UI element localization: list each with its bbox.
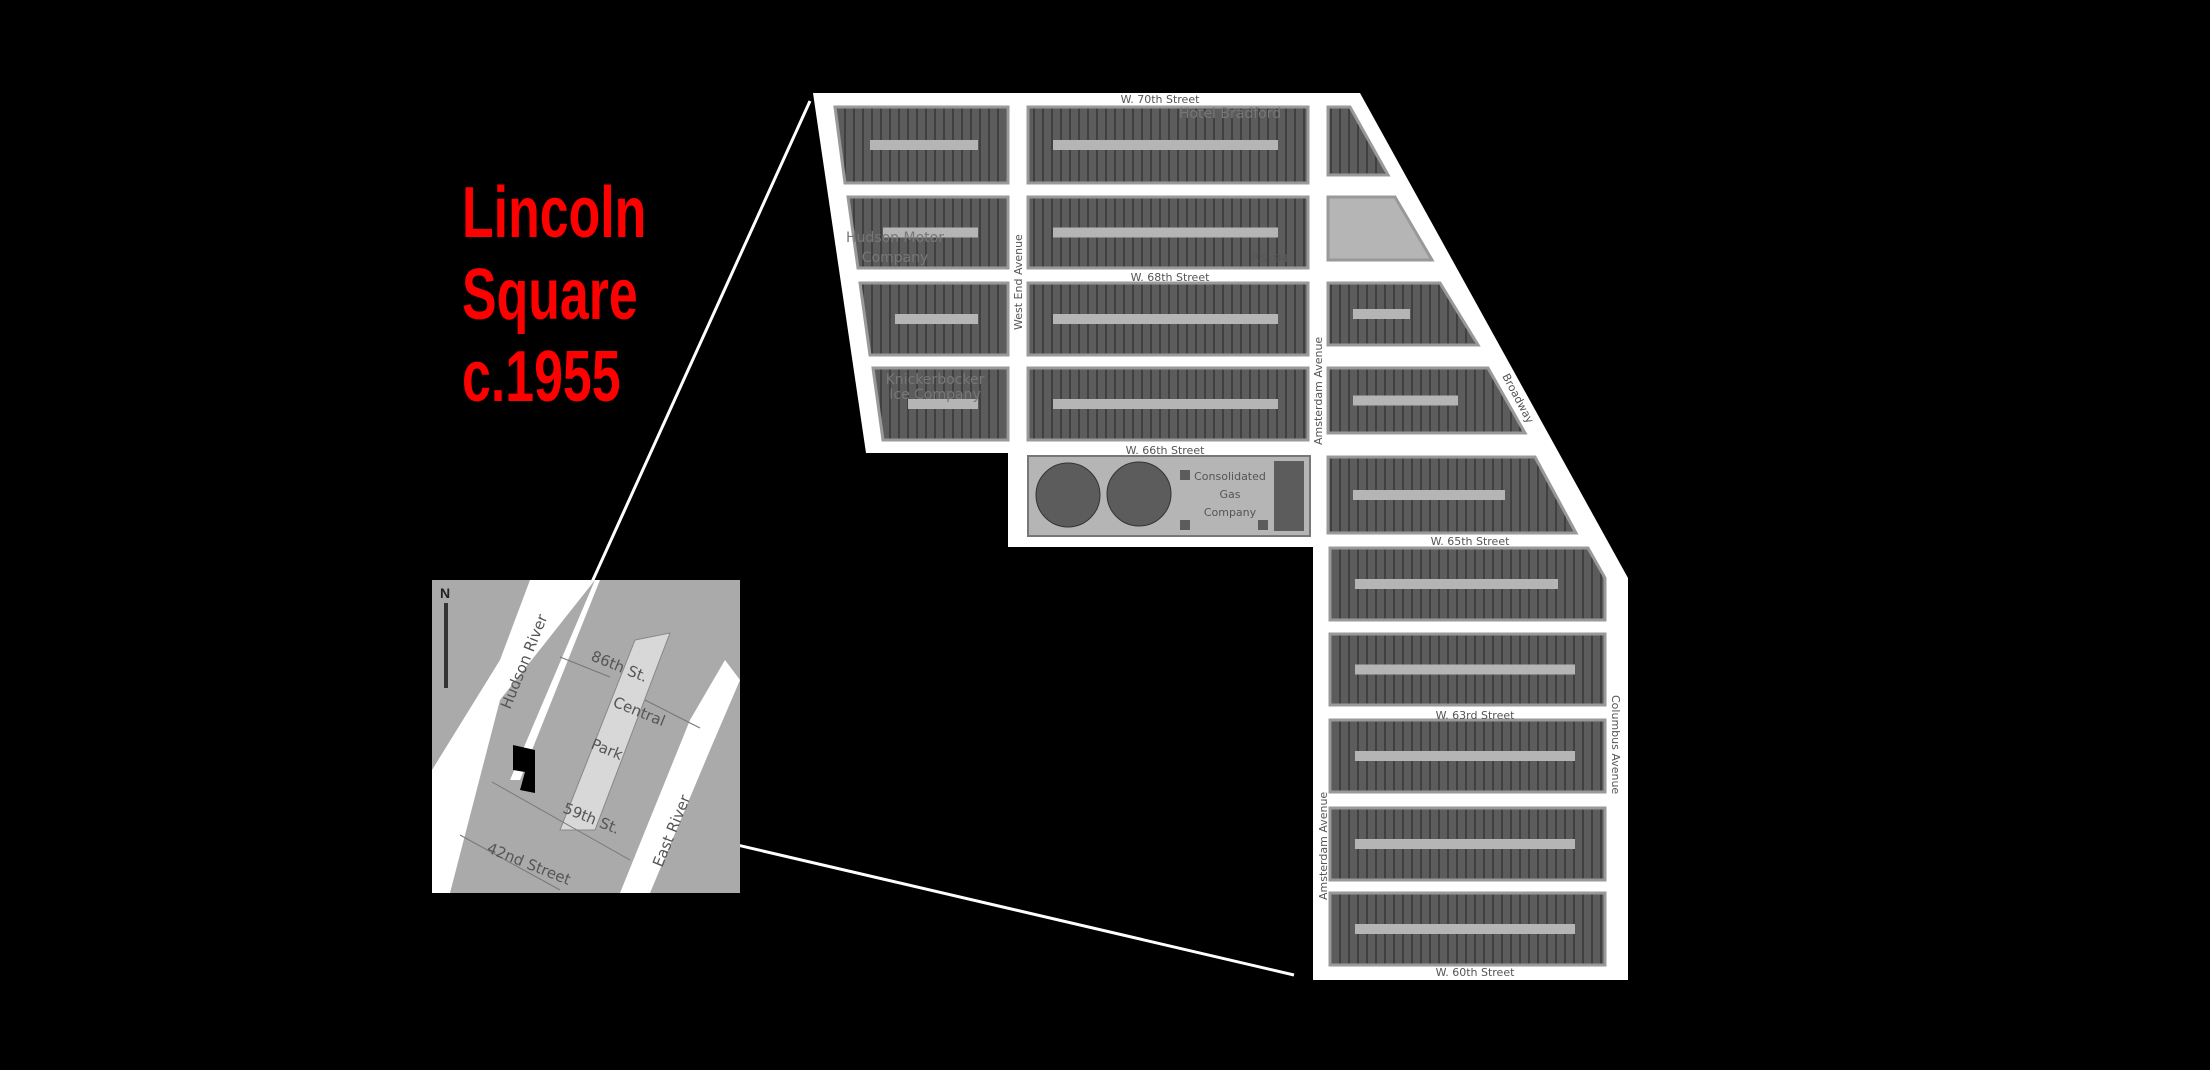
landmark-gas-3: Company [1204, 506, 1257, 519]
gas-company-block [1027, 455, 1311, 537]
courtyard [1053, 399, 1278, 409]
courtyard [870, 140, 978, 150]
north-arrow-label: N [440, 585, 450, 601]
street-label-w63: W. 63rd Street [1436, 709, 1516, 722]
courtyard [1355, 839, 1575, 849]
street-label-w65: W. 65th Street [1431, 535, 1510, 548]
landmark-ps94: P.S. 94 [1252, 252, 1288, 265]
city-block [1326, 105, 1391, 177]
inset-locator-map: N Hudson River East River 86th St. Centr… [432, 580, 740, 893]
courtyard [1353, 309, 1410, 319]
courtyard [1355, 924, 1575, 934]
courtyard [895, 314, 978, 324]
title-line-2: Square [462, 255, 638, 335]
landmark-hudson-motor-1: Hudson Motor [846, 230, 944, 246]
street-label-amsterdam-south: Amsterdam Avenue [1317, 792, 1330, 900]
courtyard [1053, 227, 1278, 238]
study-area-marker [513, 745, 535, 793]
courtyard [1355, 579, 1558, 589]
courtyard [1053, 314, 1278, 324]
landmark-gas-1: Consolidated [1194, 470, 1266, 483]
zoom-connector-top [590, 100, 812, 583]
street-label-w60: W. 60th Street [1436, 966, 1515, 979]
title-line-3: c.1955 [462, 337, 621, 417]
street-label-w68: W. 68th Street [1131, 271, 1210, 284]
courtyard [1053, 140, 1278, 150]
landmark-knickerbocker-1: Knickerbocker [886, 372, 985, 388]
street-label-west-end: West End Avenue [1012, 234, 1025, 330]
street-label-w70: W. 70th Street [1121, 93, 1200, 106]
north-arrow-icon [444, 603, 448, 688]
city-block [1326, 195, 1435, 262]
street-label-w66: W. 66th Street [1126, 444, 1205, 457]
landmark-hotel: Hotel Bradford [1179, 106, 1281, 122]
courtyard [1355, 751, 1575, 761]
street-label-columbus: Columbus Avenue [1609, 695, 1622, 794]
landmark-knickerbocker-2: Ice Company [889, 387, 981, 403]
landmark-gas-2: Gas [1220, 488, 1241, 501]
map-title: Lincoln Square c.1955 [462, 172, 646, 418]
courtyard [1353, 490, 1505, 500]
courtyard [1355, 664, 1575, 675]
courtyard [883, 227, 978, 238]
courtyard [908, 399, 978, 409]
city-blocks [833, 105, 1607, 967]
street-label-amsterdam-north: Amsterdam Avenue [1312, 337, 1325, 445]
courtyard [1353, 395, 1458, 406]
title-line-1: Lincoln [462, 173, 647, 253]
landmark-hudson-motor-2: Company [862, 250, 929, 266]
